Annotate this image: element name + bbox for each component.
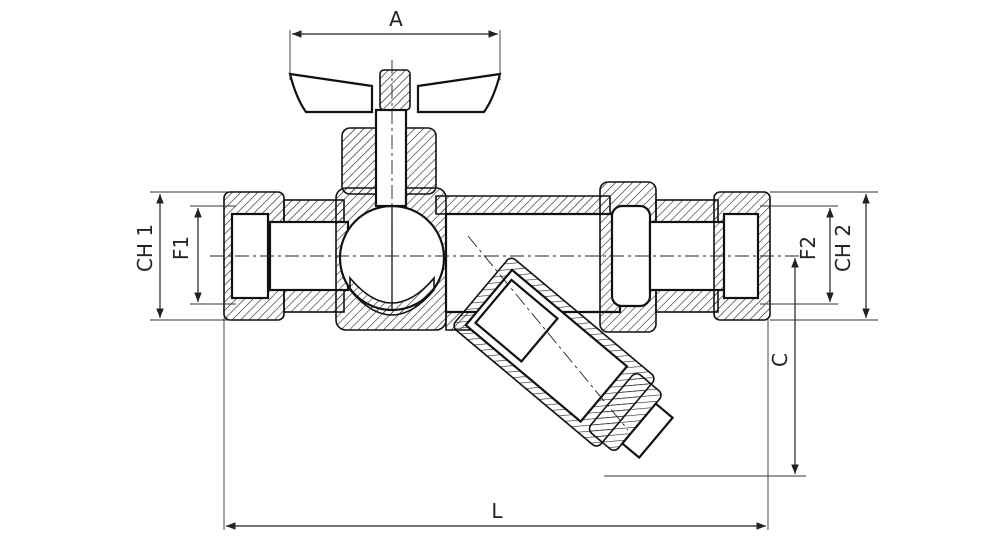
dimension-c: C [604,258,806,477]
label-ch1: CH 1 [133,224,157,272]
valve-body [210,60,800,460]
filter-axis [467,235,629,431]
dimension-l: L [223,318,769,530]
label-f1: F1 [169,236,193,260]
label-c: C [768,353,792,367]
dimension-ch2: CH 2 [770,191,878,321]
dimension-ch1: CH 1 [133,191,228,321]
dimension-a: A [289,7,501,80]
label-f2: F2 [796,236,820,260]
label-l: L [491,499,503,523]
label-ch2: CH 2 [831,224,855,272]
upper-body [435,195,611,215]
label-a: A [389,7,403,31]
dimension-f1: F1 [169,205,236,305]
filter-cartridge [453,257,675,460]
butterfly-handle [288,72,374,114]
dimension-f2: F2 [760,205,838,305]
stem [374,108,408,208]
